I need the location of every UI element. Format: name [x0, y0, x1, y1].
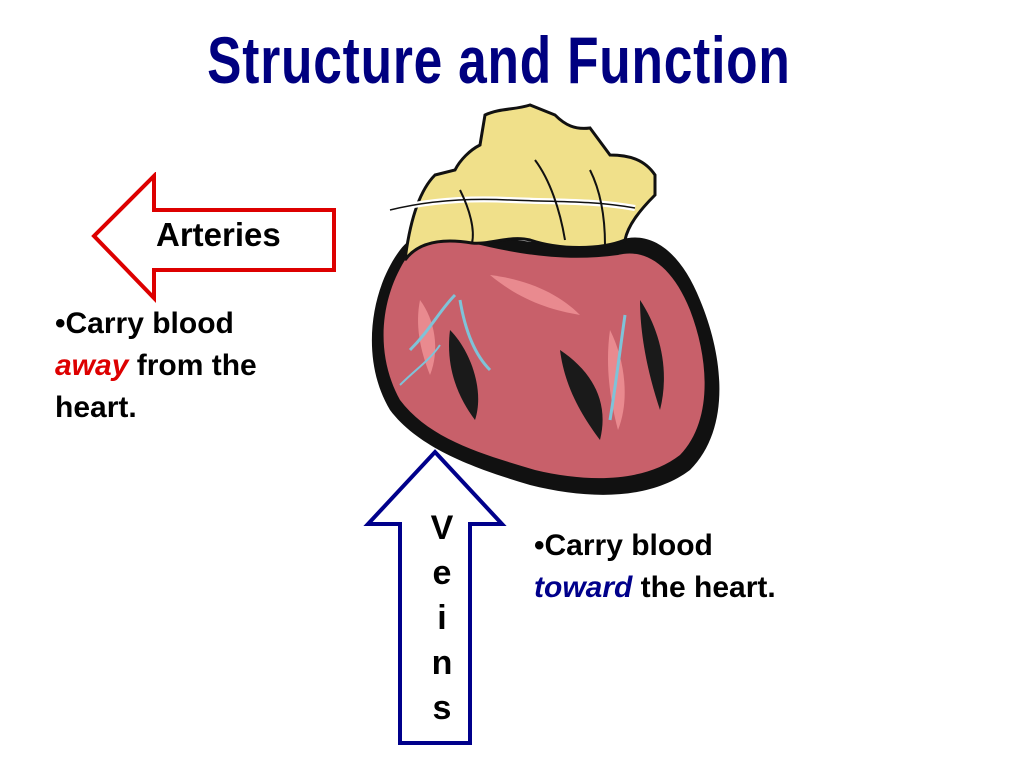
- arteries-line2: from the: [128, 349, 257, 382]
- veins-description: •Carry blood toward the heart.: [534, 525, 894, 609]
- veins-letter: e: [432, 554, 452, 592]
- bullet: •: [55, 307, 66, 340]
- veins-arrow: [363, 449, 507, 745]
- veins-letter: V: [430, 509, 454, 547]
- veins-letter: i: [437, 599, 447, 637]
- arteries-label: Arteries: [156, 216, 281, 253]
- page-title: Structure and Function: [207, 23, 791, 97]
- veins-line1: Carry blood: [544, 529, 713, 562]
- arteries-line3: heart.: [55, 391, 137, 424]
- arteries-line1: Carry blood: [65, 307, 234, 340]
- bullet: •: [534, 529, 545, 562]
- veins-emphasis: toward: [534, 571, 633, 604]
- veins-letter: n: [431, 644, 453, 682]
- veins-letter: s: [432, 689, 452, 727]
- arteries-arrow: [91, 172, 336, 303]
- arteries-emphasis: away: [55, 349, 129, 382]
- arteries-description: •Carry blood away from the heart.: [55, 303, 345, 429]
- veins-label: V e i n s: [418, 506, 466, 731]
- veins-line2: the heart.: [632, 571, 776, 604]
- heart-icon: [371, 103, 720, 495]
